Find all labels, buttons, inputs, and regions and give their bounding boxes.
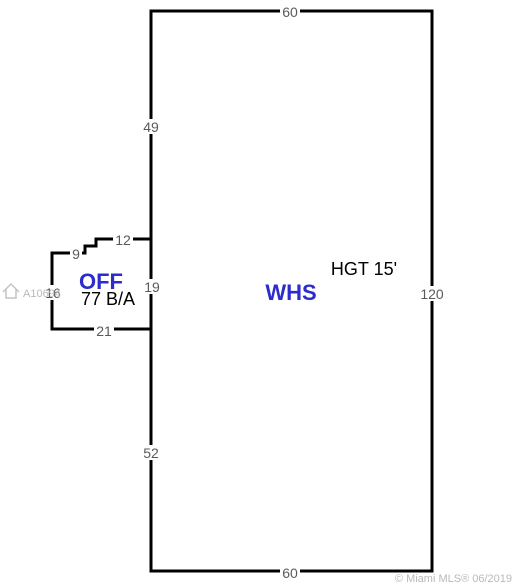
svg-text:9: 9 [72,246,80,262]
svg-text:12: 12 [115,232,131,248]
dimension-left-lower: 52 [141,445,161,461]
dimension-office-left: 16 [44,285,62,301]
house-icon [2,282,20,299]
office-area-label: 77 B/A [81,289,135,309]
svg-text:60: 60 [282,565,298,581]
watermark-brand: © Miami MLS® 06/2019 [395,573,512,584]
dimension-bottom: 60 [280,565,300,581]
svg-text:19: 19 [144,279,160,295]
dimension-left-upper: 49 [141,119,161,135]
dimension-top: 60 [280,4,300,20]
office-outline [50,237,153,331]
svg-text:120: 120 [420,286,444,302]
svg-text:52: 52 [143,445,159,461]
warehouse-label: WHS [265,280,316,305]
svg-text:A10694: A10694 [23,288,61,300]
office-label: OFF [79,269,123,294]
svg-text:49: 49 [143,119,159,135]
dimension-office-step: 9 [70,246,82,262]
height-note: HGT 15' [331,259,397,279]
svg-text:16: 16 [45,285,61,301]
dimension-office-side: 19 [142,279,162,295]
svg-text:21: 21 [96,323,112,339]
svg-text:60: 60 [282,4,298,20]
watermark-left: A10694 [2,282,61,300]
warehouse-outline [149,9,434,573]
dimension-office-bottom: 21 [94,323,114,339]
dimension-office-top: 12 [113,232,133,248]
dimension-right: 120 [419,286,446,302]
